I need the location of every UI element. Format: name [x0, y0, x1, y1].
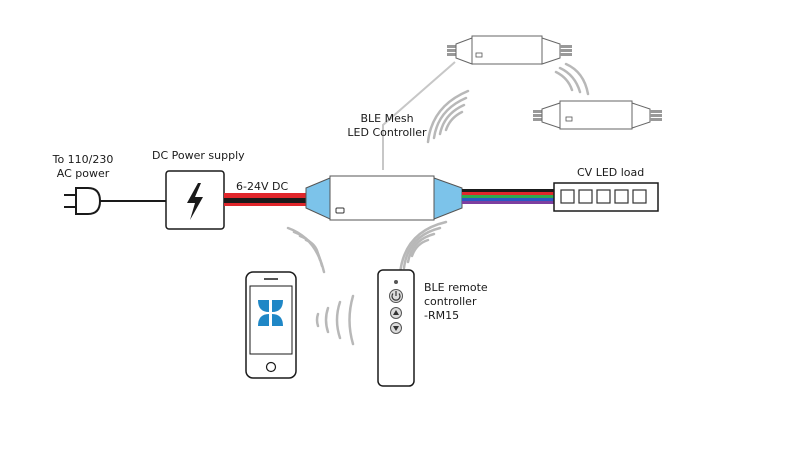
led-chip: [614, 189, 629, 204]
smartphone: [245, 271, 297, 379]
power-button-icon: [389, 289, 403, 303]
voltage-label: 6-24V DC: [236, 180, 289, 193]
dc-power-supply-box: [165, 170, 225, 230]
dc-supply-label: DC Power supply: [152, 149, 245, 162]
lightning-bolt-icon: [187, 183, 203, 220]
remote-label-line1: BLE remote: [424, 281, 488, 294]
led-load-label: CV LED load: [577, 166, 645, 179]
down-button-icon: [390, 322, 402, 334]
led-chip: [560, 189, 575, 204]
remote-ir-dot: [394, 280, 398, 284]
remote-label-line2: controller: [424, 295, 477, 308]
app-logo-icon: [258, 300, 283, 326]
led-strip: [553, 182, 659, 212]
mesh-node-controller-1: [447, 35, 572, 65]
led-chip: [596, 189, 611, 204]
signal-wave-phone-remote: [315, 294, 355, 346]
dc-cable: [224, 193, 308, 206]
controller-label-line1: BLE Mesh: [360, 112, 414, 125]
ac-power-label: To 110/230 AC power: [52, 153, 114, 181]
controller-label-line2: LED Controller: [347, 126, 427, 139]
ble-mesh-led-controller: [305, 175, 463, 221]
controller-status-led: [335, 207, 345, 214]
up-button-icon: [390, 307, 402, 319]
ble-remote-controller: [377, 269, 415, 387]
controller-label: BLE Mesh LED Controller: [342, 112, 432, 140]
mesh-node-controller-2: [533, 100, 662, 130]
signal-wave-mesh-1: [554, 62, 590, 96]
phone-home-button: [265, 361, 277, 373]
signal-wave-mesh-2: [426, 89, 470, 144]
remote-label: BLE remote controller -RM15: [424, 281, 488, 323]
phone-screen: [249, 285, 293, 355]
remote-label-line3: -RM15: [424, 309, 460, 322]
mesh-link-line: [382, 61, 456, 170]
power-plug-icon: [64, 187, 102, 215]
ac-power-label-line2: AC power: [56, 167, 110, 180]
led-chip: [578, 189, 593, 204]
controller-connector-left: [305, 177, 331, 220]
rgb-wires: [462, 189, 554, 204]
signal-wave-remote: [398, 220, 448, 276]
ac-power-label-line1: To 110/230: [52, 153, 114, 166]
signal-wave-phone: [286, 226, 326, 274]
led-chip: [632, 189, 647, 204]
controller-connector-right: [433, 177, 463, 220]
